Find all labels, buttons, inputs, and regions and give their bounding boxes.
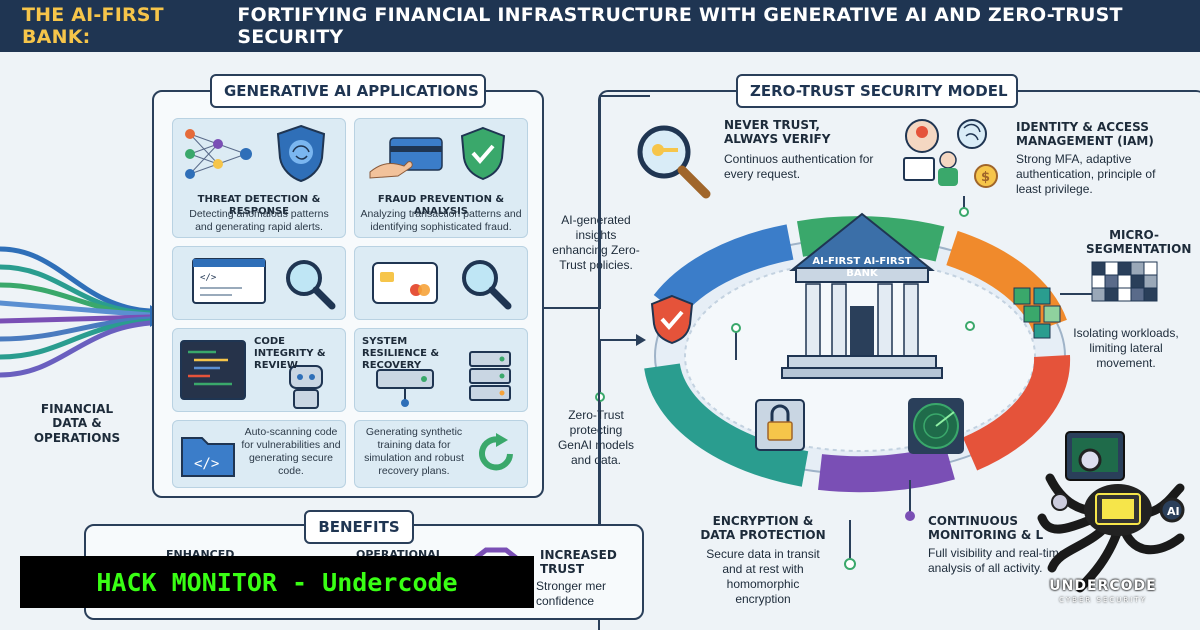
encryption-desc: Secure data in transit and at rest with … bbox=[706, 547, 820, 606]
iam-desc: Strong MFA, adaptive authentication, pri… bbox=[1016, 152, 1156, 196]
card-system-resilience-title: SYSTEM RESILIENCE & RECOVERY bbox=[362, 336, 440, 371]
magnifier-icon bbox=[286, 260, 336, 310]
credit-card-icon bbox=[372, 262, 438, 304]
svg-text:$: $ bbox=[981, 170, 990, 185]
neural-network-icon bbox=[185, 129, 252, 179]
hack-monitor-banner: HACK MONITOR - Undercode bbox=[20, 556, 534, 608]
card-code-integrity-desc: Auto-scanning code for vulnerabilities a… bbox=[241, 426, 341, 478]
page-title: THE AI-FIRST BANK: FORTIFYING FINANCIAL … bbox=[0, 0, 1200, 52]
card-system-resilience-desc: Generating synthetic training data for s… bbox=[364, 426, 464, 478]
iam-connector bbox=[959, 196, 969, 217]
shield-check-icon bbox=[460, 126, 506, 181]
magnifier-icon-2 bbox=[462, 260, 512, 310]
zero-trust-panel-title: ZERO-TRUST SECURITY MODEL bbox=[736, 74, 1018, 108]
undercode-logo-text: UNDERCODE bbox=[1049, 578, 1157, 594]
card-threat-detection-desc: Detecting anomalous patterns and generat… bbox=[189, 208, 329, 234]
safe-lock-icon bbox=[755, 399, 805, 451]
encryption-title: ENCRYPTION & DATA PROTECTION bbox=[700, 514, 826, 543]
grid-segments-icon bbox=[1091, 261, 1158, 302]
financial-data-label: FINANCIAL DATA & OPERATIONS bbox=[33, 402, 121, 445]
iam-title: IDENTITY & ACCESS MANAGEMENT (IAM) bbox=[1016, 120, 1154, 149]
ring-connector-dots bbox=[731, 321, 975, 570]
card-code-integrity-title: CODE INTEGRITY & REVIEW bbox=[254, 336, 326, 371]
title-rest: FORTIFYING FINANCIAL INFRASTRUCTURE WITH… bbox=[237, 4, 1123, 48]
cubes-icon bbox=[1013, 287, 1061, 339]
server-rack-icon bbox=[469, 351, 511, 401]
code-folder-icon: </> bbox=[181, 437, 235, 477]
bank-label: AI-FIRST AI-FIRST BANK bbox=[812, 256, 912, 279]
robot-icon bbox=[289, 365, 323, 409]
benefit-3-desc: Stronger mer confidence bbox=[536, 579, 607, 608]
code-editor-icon bbox=[180, 340, 246, 400]
financial-data-arrows bbox=[0, 246, 168, 378]
radar-icon bbox=[908, 398, 964, 454]
undercode-logo-subtext: CYBER SECURITY bbox=[1059, 596, 1147, 604]
card-fraud-prevention-desc: Analyzing transaction patterns and ident… bbox=[360, 208, 522, 234]
svg-text:AI: AI bbox=[1167, 505, 1180, 518]
refresh-cycle-icon bbox=[479, 433, 513, 471]
magnifier-key-icon bbox=[637, 125, 711, 199]
title-accent: THE AI-FIRST BANK: bbox=[22, 4, 164, 48]
protecting-connector-label: Zero-Trust protecting GenAI models and d… bbox=[557, 408, 635, 467]
genai-panel-title: GENERATIVE AI APPLICATIONS bbox=[210, 74, 486, 108]
benefit-3-title: INCREASED TRUST bbox=[540, 548, 617, 577]
card-resilience-desc-box bbox=[354, 420, 528, 488]
shield-brain-icon bbox=[276, 124, 326, 183]
micro-segmentation-title: MICRO-SEGMENTATION bbox=[1086, 228, 1192, 257]
monitoring-title: CONTINUOUS MONITORING & L bbox=[928, 514, 1044, 543]
code-window-icon: </> bbox=[192, 258, 266, 304]
never-trust-desc: Continuos authentication for every reque… bbox=[724, 152, 874, 181]
identity-users-icon: $ bbox=[903, 119, 998, 188]
bank-building-icon bbox=[781, 212, 943, 379]
monitoring-desc: Full visibility and real-time analysis o… bbox=[928, 546, 1066, 575]
card-threat-detection-title: THREAT DETECTION & RESPONSE bbox=[197, 194, 321, 217]
micro-segmentation-desc: Isolating workloads, limiting lateral mo… bbox=[1073, 326, 1179, 370]
benefits-panel-title: BENEFITS bbox=[304, 510, 414, 544]
insights-connector-label: AI-generated insights enhancing Zero-Tru… bbox=[552, 213, 640, 272]
undercode-octopus-logo: AI bbox=[1037, 431, 1185, 593]
server-icon bbox=[376, 369, 434, 407]
card-fraud-prevention-title: FRAUD PREVENTION & ANALYSIS bbox=[377, 194, 505, 217]
shield-check-ring-icon bbox=[650, 294, 694, 345]
hand-card-icon bbox=[369, 137, 443, 179]
never-trust-title: NEVER TRUST, ALWAYS VERIFY bbox=[724, 118, 831, 147]
svg-text:</>: </> bbox=[200, 273, 217, 283]
svg-text:</>: </> bbox=[194, 456, 219, 472]
micro-seg-connector bbox=[1060, 293, 1092, 295]
